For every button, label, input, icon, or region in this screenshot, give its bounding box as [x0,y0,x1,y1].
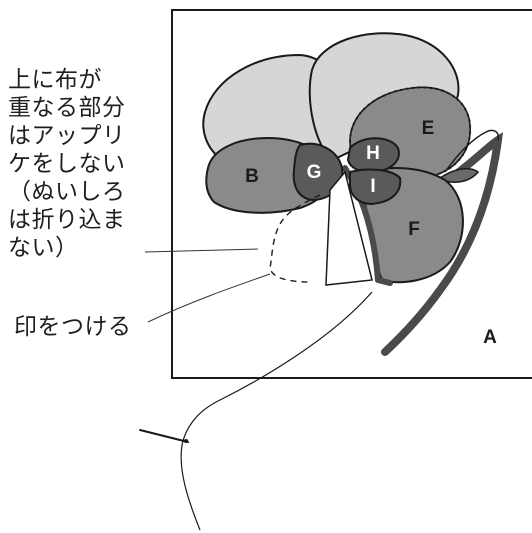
applique-note-line: はアップリ [8,123,126,149]
petal-G [292,142,344,202]
label-F: F [408,219,420,240]
needle-eye [184,439,188,443]
applique-note-line: は折り込ま [8,207,126,233]
stem-end [375,277,393,286]
thread [180,291,373,531]
mark-note: 印をつける [14,314,132,340]
applique-note-line: 重なる部分 [8,95,126,121]
label-B: B [245,166,259,187]
applique-note-line: （ぬいしろ [8,179,126,205]
applique-note-line: ケをしない [8,151,126,177]
leaf [438,167,480,184]
applique-note: 上に布が 重なる部分 はアップリ ケをしない （ぬいしろ は折り込ま ない） [8,66,126,262]
unsewn-triangle [325,170,373,286]
label-A: A [483,327,497,348]
label-E: E [422,118,435,139]
applique-note-line: 上に布が [8,67,102,93]
petal-H [346,137,400,174]
main-stem [381,132,504,356]
leader-mark [147,273,271,323]
mark-dashed-line [269,194,321,283]
applique-note-line: ない） [8,235,79,261]
label-G: G [307,162,322,183]
leader-applique [144,248,259,253]
label-H: H [366,143,380,164]
label-I: I [370,176,375,197]
petal-I [349,168,402,206]
needle [139,429,189,443]
stem-tip [444,129,500,173]
